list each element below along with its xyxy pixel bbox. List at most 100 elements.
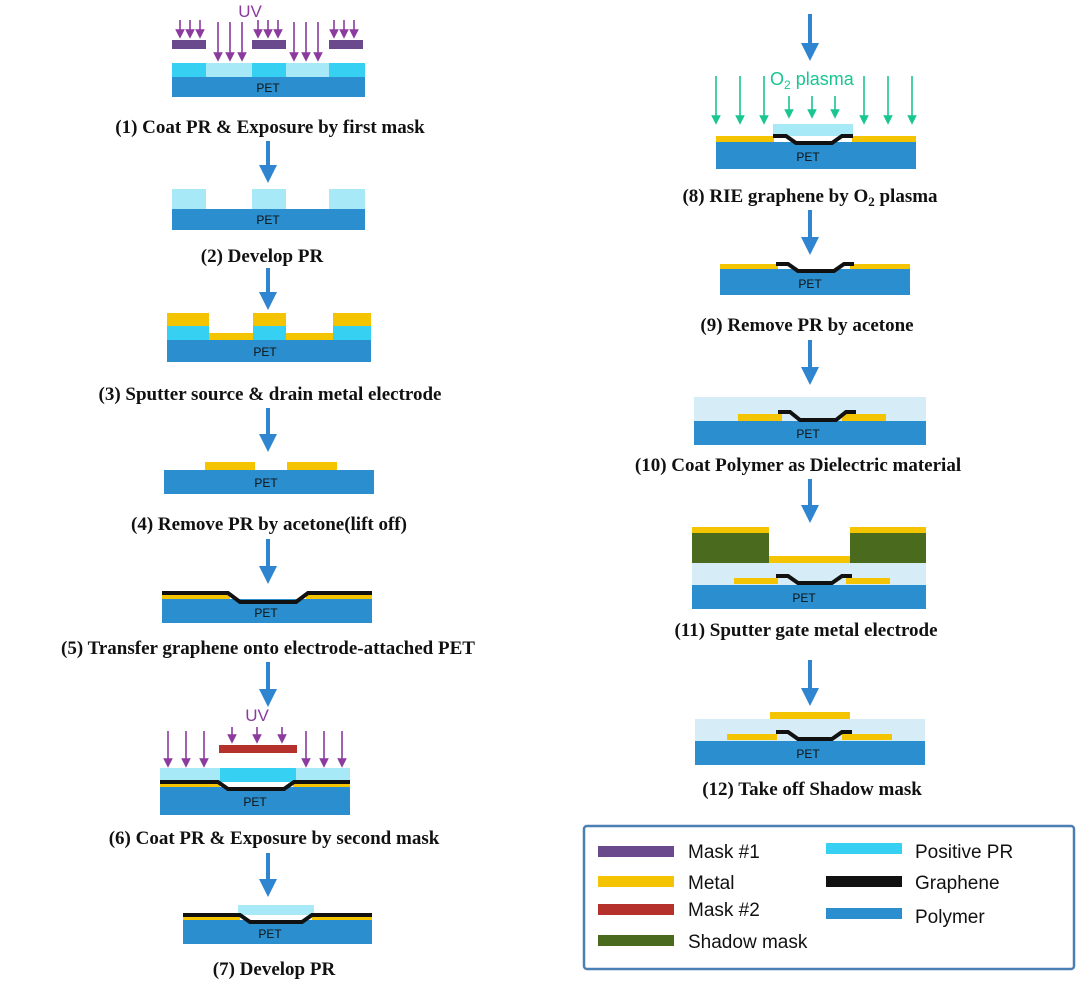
step-caption: (4) Remove PR by acetone(lift off)	[131, 514, 407, 535]
pet-substrate	[694, 421, 926, 445]
step-caption: (12) Take off Shadow mask	[702, 779, 922, 800]
shadow-mask	[692, 533, 769, 563]
legend-label: Positive PR	[915, 842, 1013, 863]
unexposed-pr	[220, 768, 296, 782]
metal-electrode	[205, 462, 255, 470]
metal-electrode	[842, 414, 886, 421]
legend-label: Shadow mask	[688, 932, 808, 953]
mask-1-segment	[172, 40, 206, 49]
metal-electrode	[162, 594, 230, 599]
metal-electrode	[306, 594, 372, 599]
step-6: UV PET (6) Coat PR & Exposure by second …	[109, 706, 440, 849]
metal-electrode	[160, 782, 220, 787]
legend-label: Polymer	[915, 907, 985, 928]
polymer-dielectric	[694, 397, 926, 421]
pr-block	[167, 326, 209, 340]
shadow-mask	[850, 533, 926, 563]
uv-label: UV	[238, 2, 262, 21]
metal-electrode	[720, 264, 778, 269]
legend-swatch-positive-pr	[826, 843, 902, 854]
pr-block	[333, 326, 371, 340]
metal-electrode	[846, 578, 890, 584]
uv-arrows	[163, 727, 347, 768]
pet-label: PET	[256, 213, 280, 227]
step-caption: (11) Sputter gate metal electrode	[674, 620, 937, 641]
legend-label: Mask #1	[688, 842, 760, 863]
pr-block	[773, 124, 853, 136]
legend-swatch-graphene	[826, 876, 902, 887]
metal-on-shadow-mask	[692, 527, 769, 533]
step-8: O2 plasma PET (8) RIE graphene by O2 pla…	[682, 69, 938, 209]
mask-1-segment	[252, 40, 286, 49]
pet-label: PET	[254, 606, 278, 620]
o2-plasma-arrows	[711, 76, 917, 125]
step-12: PET (12) Take off Shadow mask	[695, 712, 925, 800]
pet-substrate	[164, 470, 374, 494]
o2-plasma-label: O2 plasma	[770, 69, 855, 92]
legend-swatch-mask-2	[598, 904, 674, 915]
pr-block	[238, 905, 314, 915]
graphene-layer	[776, 262, 854, 273]
pet-substrate	[172, 77, 365, 97]
metal-on-pr	[333, 313, 371, 326]
step-caption: (2) Develop PR	[201, 246, 324, 267]
pet-label: PET	[254, 476, 278, 490]
pet-substrate	[695, 741, 925, 765]
pet-label: PET	[253, 345, 277, 359]
uv-arrows	[175, 20, 359, 62]
pet-substrate	[160, 787, 350, 815]
pet-label: PET	[796, 427, 820, 441]
mask-1-segment	[329, 40, 363, 49]
metal-electrode	[842, 734, 892, 740]
exposed-pr	[172, 63, 206, 77]
legend-swatch-mask-1	[598, 846, 674, 857]
graphene-layer	[773, 134, 853, 145]
metal-on-pr	[253, 313, 286, 326]
step-caption: (9) Remove PR by acetone	[700, 315, 913, 336]
step-caption: (1) Coat PR & Exposure by first mask	[115, 117, 425, 138]
legend-swatch-polymer	[826, 908, 902, 919]
step-5: PET (5) Transfer graphene onto electrode…	[61, 591, 475, 659]
graphene-layer	[776, 574, 852, 585]
step-1: UV PET (1) Coat PR & Exposure by first m…	[115, 2, 425, 138]
graphene-layer	[162, 591, 372, 604]
pet-substrate	[692, 585, 926, 609]
mask-2	[219, 745, 297, 753]
pet-label: PET	[798, 277, 822, 291]
pet-label: PET	[792, 591, 816, 605]
step-caption: (10) Coat Polymer as Dielectric material	[635, 455, 961, 476]
legend-label: Graphene	[915, 873, 1000, 894]
pet-label: PET	[796, 747, 820, 761]
metal-electrode	[312, 915, 372, 920]
legend-label: Metal	[688, 873, 734, 894]
metal-on-pr	[167, 313, 209, 326]
legend-label: Mask #2	[688, 900, 760, 921]
legend-box	[582, 824, 1076, 971]
metal-electrode	[287, 462, 337, 470]
step-caption: (7) Develop PR	[213, 959, 336, 980]
metal-electrode	[209, 333, 253, 340]
step-10: PET (10) Coat Polymer as Dielectric mate…	[635, 397, 961, 476]
step-7: PET (7) Develop PR	[183, 905, 372, 980]
pet-substrate	[716, 142, 916, 169]
step-9: PET (9) Remove PR by acetone	[700, 262, 914, 336]
metal-electrode	[727, 734, 777, 740]
step-caption: (5) Transfer graphene onto electrode-att…	[61, 638, 475, 659]
pet-label: PET	[256, 81, 280, 95]
pr-block	[172, 189, 206, 209]
pet-label: PET	[243, 795, 267, 809]
graphene-layer	[160, 780, 350, 791]
graphene-layer	[183, 913, 372, 924]
pet-label: PET	[796, 150, 820, 164]
metal-on-shadow-mask	[850, 527, 926, 533]
metal-electrode	[183, 915, 240, 920]
pet-substrate	[720, 269, 910, 295]
pet-label: PET	[258, 927, 282, 941]
step-caption: (8) RIE graphene by O2 plasma	[682, 186, 938, 209]
gate-metal	[769, 556, 850, 563]
graphene-layer	[778, 410, 856, 422]
uv-label: UV	[245, 706, 269, 725]
exposed-pr	[329, 63, 365, 77]
step-caption: (6) Coat PR & Exposure by second mask	[109, 828, 440, 849]
